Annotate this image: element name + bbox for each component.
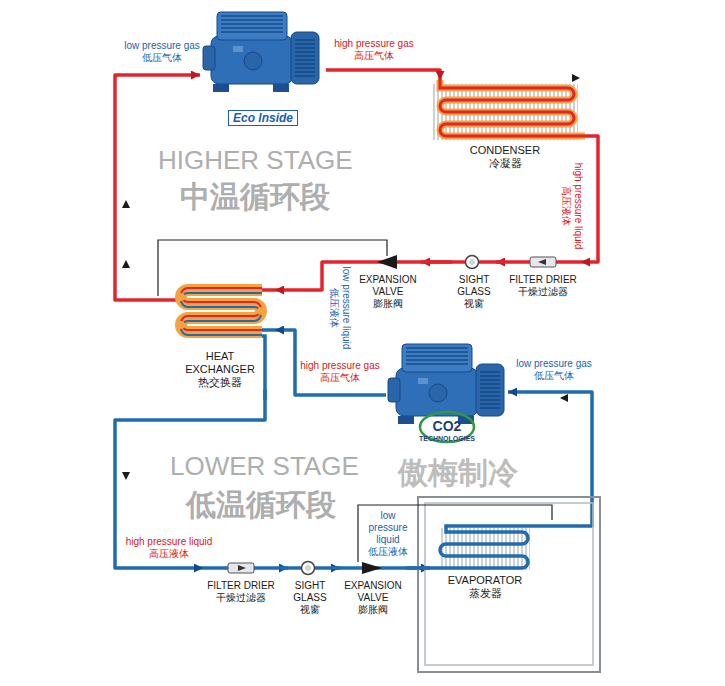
logo-text: TECHNOLOGIES (419, 435, 475, 443)
pipe-label: high pressure gas 高压气体 (332, 38, 416, 62)
pipe-label: high pressure liquid 高压液体 (560, 161, 584, 251)
stage-title: 中温循环段 (180, 180, 330, 215)
condenser-coil (440, 80, 585, 136)
filter-drier: FILTER DRIER 干燥过滤器 (203, 558, 279, 604)
heat-exchanger-coil (181, 288, 262, 330)
sight-glass-symbol (305, 565, 311, 571)
component-label: SIGHT GLASS 视窗 (290, 580, 330, 616)
expansion-valve-symbol (377, 255, 397, 269)
heat-exchanger-coil (177, 321, 185, 329)
pipe-stub (262, 336, 265, 400)
co2-compressor: CO2TECHNOLOGIES (386, 338, 508, 443)
component-label: EXPANSION VALVE 膨胀阀 (342, 580, 404, 616)
component-label: HEAT EXCHANGER 热交换器 (183, 350, 257, 390)
cold-room (418, 497, 600, 672)
pipe-stub (262, 328, 275, 332)
evaporator-coil (430, 526, 540, 570)
compressor-symbol (203, 12, 504, 424)
sight-glass-symbol (466, 256, 479, 269)
evaporator: EVAPORATOR 蒸发器 (430, 522, 540, 600)
heat-exchanger-coil (177, 293, 185, 301)
compressor-symbol (203, 12, 319, 92)
component-label: EXPANSION VALVE 膨胀阀 (357, 274, 419, 310)
heat-exchanger-coil (177, 288, 265, 335)
refrigerant-pipe (508, 392, 592, 526)
component-label: CONDENSER 冷凝器 (467, 144, 543, 170)
heat-exchanger: HEAT EXCHANGER 热交换器 (165, 264, 275, 390)
flow-arrow (122, 200, 130, 208)
component-label: FILTER DRIER 干燥过滤器 (507, 274, 579, 298)
sight-glass-symbol (302, 256, 479, 575)
filter-drier: FILTER DRIER 干燥过滤器 (505, 252, 581, 298)
watermark: 傲梅制冷 (398, 456, 518, 491)
component-label: EVAPORATOR 蒸发器 (444, 574, 526, 600)
filter-drier-symbol (238, 565, 246, 571)
stage-title: HIGHER STAGE (158, 146, 353, 176)
refrigerant-pipe (326, 70, 440, 80)
cold-room (425, 503, 593, 665)
filter-drier-symbol (538, 259, 546, 265)
condenser: CONDENSER 冷凝器 (425, 80, 585, 170)
logo-text: CO2 (433, 418, 462, 435)
filter-drier-symbol (228, 563, 254, 573)
expansion-valve-symbol (362, 562, 382, 574)
stage-title: 低温循环段 (186, 488, 336, 523)
pipe-label: low pressure gas 低压气体 (514, 358, 594, 382)
pipe-label: high pressure liquid 高压液体 (124, 536, 214, 560)
component-label: SIGHT GLASS 视窗 (454, 274, 494, 310)
flow-arrow (560, 394, 568, 402)
flow-arrow (122, 74, 580, 480)
condenser-coil (432, 80, 585, 140)
flow-arrow (572, 74, 580, 82)
expansion-valve: EXPANSION VALVE 膨胀阀 (355, 252, 421, 310)
flow-arrow (122, 260, 130, 268)
sight-glass: SIGHT GLASS 视窗 (452, 252, 496, 310)
component-label: FILTER DRIER 干燥过滤器 (205, 580, 277, 604)
expansion-valve: EXPANSION VALVE 膨胀阀 (340, 558, 406, 616)
heat-exchanger-coil (181, 290, 262, 332)
sight-glass-symbol (302, 562, 315, 575)
condenser-coil (440, 80, 585, 136)
stage-title: LOWER STAGE (170, 452, 359, 482)
pipe-label: low pressure liquid 低压液体 (328, 265, 352, 351)
cold-room (418, 497, 600, 672)
logo-text: Eco Inside (228, 110, 298, 126)
evaporator-coil (430, 526, 540, 568)
flow-arrow (122, 472, 130, 480)
filter-drier-symbol (228, 257, 556, 573)
pipe-label: low pressure liquid 低压液体 (366, 510, 410, 558)
compressor: Eco Inside (200, 4, 326, 126)
pipe-stub (165, 262, 581, 568)
heat-exchanger-coil (257, 307, 265, 315)
evaporator-coil (440, 528, 530, 570)
sight-glass: SIGHT GLASS 视窗 (288, 558, 332, 616)
sight-glass-symbol (469, 259, 475, 265)
pipe-label: low pressure gas 低压气体 (122, 40, 202, 64)
heat-exchanger-coil (181, 293, 262, 335)
sensing-line (158, 240, 552, 562)
pipe-label: high pressure gas 高压气体 (298, 360, 382, 384)
filter-drier-symbol (530, 257, 556, 267)
pipe-stub (262, 288, 275, 292)
